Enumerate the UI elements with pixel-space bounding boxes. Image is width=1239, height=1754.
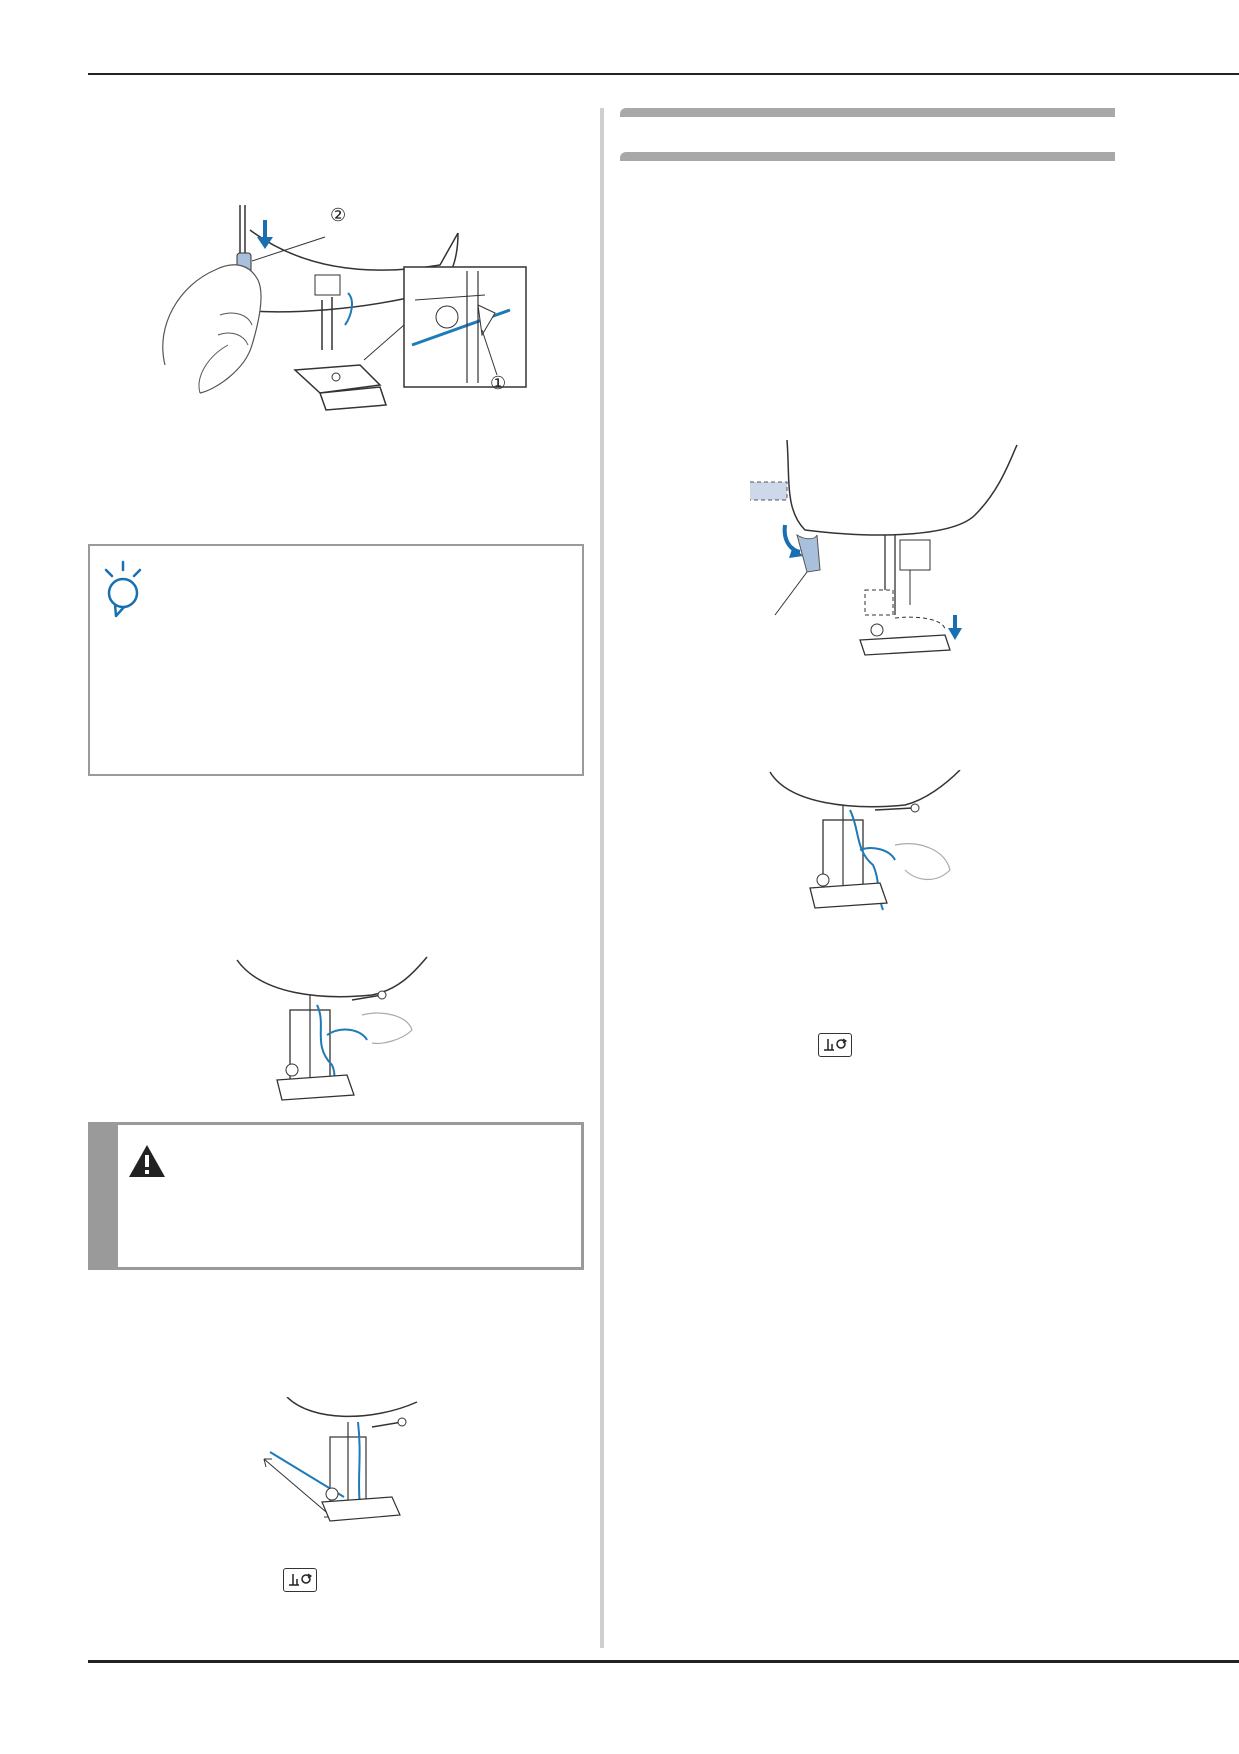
warning-triangle-icon <box>127 1143 167 1179</box>
section-heading-bar-bottom <box>620 152 1115 161</box>
note-lightbulb-icon <box>100 560 146 618</box>
pull-thread-illustration <box>232 955 432 1105</box>
threader-lever-illustration: ② ① <box>140 205 540 445</box>
thread-length-illustration <box>262 1397 422 1527</box>
pull-thread-illustration-right <box>765 770 965 920</box>
column-divider <box>600 108 604 1648</box>
presser-foot-needle-exchange-key-icon-right <box>818 1033 852 1057</box>
header-rule <box>88 73 1239 75</box>
callout-number-2: ② <box>330 205 347 225</box>
note-box <box>88 544 584 776</box>
section-heading-bar-top <box>620 108 1115 117</box>
presser-foot-needle-exchange-key-icon <box>283 1568 317 1592</box>
caution-side-band <box>88 1122 118 1270</box>
callout-number-1: ① <box>490 373 507 393</box>
footer-rule <box>88 1660 1239 1663</box>
presser-foot-lever-illustration <box>745 440 1030 665</box>
